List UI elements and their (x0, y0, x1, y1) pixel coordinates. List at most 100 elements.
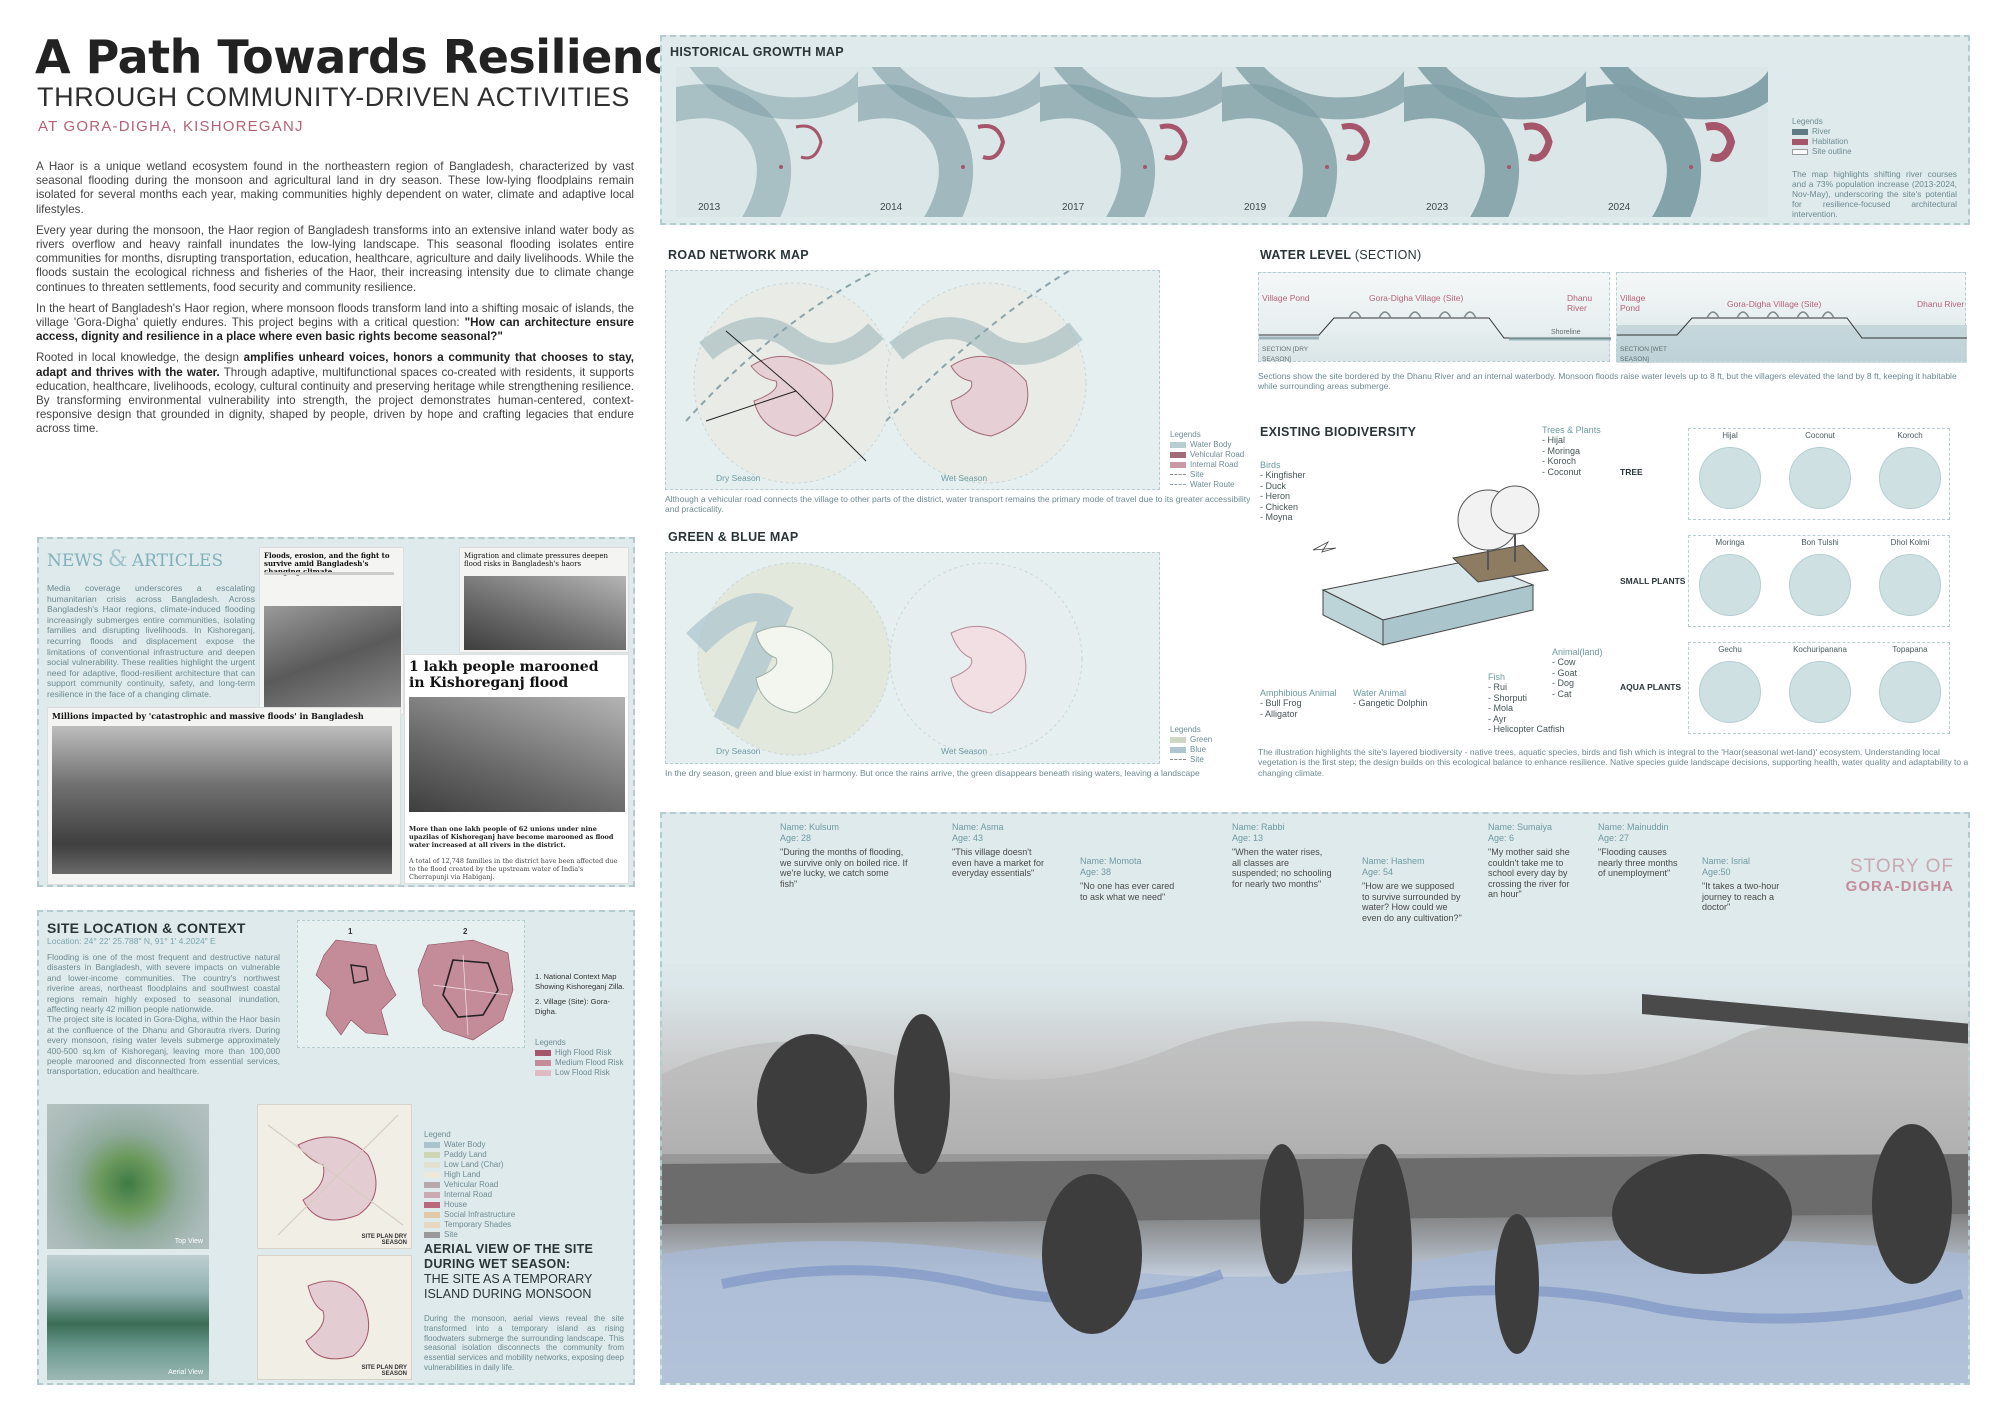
bio-animal: - Goat (1552, 667, 1578, 678)
legend-label: Internal Road (1190, 460, 1239, 469)
quote-kulsum: Name: Kulsum Age: 28 "During the months … (780, 822, 908, 889)
bio-section: EXISTING BIODIVERSITY Birds - Kingfisher… (1258, 420, 1970, 785)
article-card-1[interactable]: Floods, erosion, and the fight to surviv… (259, 547, 404, 715)
person-age: Age: 38 (1080, 866, 1112, 877)
bio-trees: Trees & Plants - Hijal - Moringa - Koroc… (1542, 425, 1601, 477)
news-heading-articles: ARTICLES (131, 551, 224, 571)
article-2-title: Migration and climate pressures deepen f… (464, 552, 609, 568)
plant-name: Moringa (1715, 538, 1745, 547)
growth-year-label: 2013 (698, 202, 721, 213)
legend-swatch (424, 1231, 440, 1238)
story-collage (662, 994, 1968, 1383)
quote-isrial: Name: Isrial Age:50 "It takes a two-hour… (1702, 856, 1794, 913)
road-legend-title: Legends (1170, 430, 1201, 439)
section-dry: Village Pond Gora-Digha Village (Site) D… (1258, 272, 1611, 363)
legend-label: Green (1190, 735, 1213, 744)
article-card-3[interactable]: 1 lakh people marooned in Kishoreganj fl… (404, 654, 629, 884)
bio-fish-item: - Rui (1488, 682, 1508, 692)
bio-bird: - Kingfisher (1260, 470, 1306, 480)
growth-map-drawing (1404, 67, 1586, 217)
growth-year-label: 2019 (1244, 202, 1267, 213)
intro-p4-emphasis: amplifies unheard voices, honors a commu… (36, 351, 635, 379)
legend-swatch (424, 1141, 440, 1148)
road-text: Although a vehicular road connects the v… (665, 494, 1251, 515)
legend-label: River (1812, 127, 1831, 136)
story-title: STORY OF GORA-DIGHA (1846, 856, 1954, 895)
site-heading: SITE LOCATION & CONTEXT (47, 920, 246, 936)
section-wet-left: Village Pond (1620, 293, 1646, 313)
cat-small-label: SMALL PLANTS (1620, 576, 1686, 586)
legend-swatch (1170, 451, 1186, 458)
person-name: Name: Sumaiya (1488, 822, 1553, 832)
legend-swatch (424, 1221, 440, 1228)
road-dry-label: Dry Season (716, 473, 761, 483)
aerial-heading-1: AERIAL VIEW OF THE SITE (424, 1242, 594, 1256)
quote-sumaiya: Name: Sumaiya Age: 6 "My mother said she… (1488, 822, 1580, 900)
legend-swatch (424, 1151, 440, 1158)
growth-year-label: 2024 (1608, 202, 1631, 213)
page-location: AT GORA-DIGHA, KISHOREGANJ (38, 118, 304, 135)
plant-name: Koroch (1897, 431, 1923, 440)
intro-paragraph-4: Rooted in local knowledge, the design am… (36, 351, 634, 436)
road-heading: ROAD NETWORK MAP (668, 248, 809, 262)
aerial-legend-item: Internal Road (424, 1190, 515, 1200)
water-section: WATER LEVEL (SECTION) Village Pond Gora-… (1258, 248, 1970, 398)
bio-animal: - Dog (1552, 678, 1575, 688)
aerial-view-photo: Aerial View (47, 1255, 209, 1380)
small-plants-box: Moringa Bon Tulshi Dhol Kolmi (1688, 535, 1950, 627)
person-quote: "My mother said she couldn't take me to … (1488, 847, 1570, 899)
plant-name: Dhol Kolmi (1890, 538, 1930, 547)
legend-swatch (1792, 138, 1808, 145)
plant-name: Hijal (1722, 431, 1738, 440)
bio-animal: - Cow (1552, 657, 1576, 667)
legend-label: High Flood Risk (555, 1048, 612, 1057)
person-quote: "This village doesn't even have a market… (952, 847, 1045, 878)
legend-label: Water Body (1190, 440, 1232, 449)
bio-trees-title: Trees & Plants (1542, 425, 1601, 435)
water-text: Sections show the site bordered by the D… (1258, 371, 1957, 392)
intro-text: A Haor is a unique wetland ecosystem fou… (36, 160, 634, 444)
aqua-plants-box: Gechu Kochuripanana Topapana (1688, 642, 1950, 734)
legend-swatch (535, 1069, 551, 1076)
site-legend-item: Low Flood Risk (535, 1068, 623, 1078)
bangladesh-map (315, 939, 397, 1036)
bio-animals: Animal(land) - Cow - Goat - Dog - Cat (1552, 647, 1603, 699)
growth-map-tile: 2024 (1586, 67, 1768, 217)
aerial-text: During the monsoon, aerial views reveal … (424, 1314, 624, 1372)
road-legend: Legends Water Body Vehicular Road Intern… (1170, 430, 1244, 490)
article-card-4[interactable]: Millions impacted by 'catastrophic and m… (47, 707, 401, 885)
site-legend: Legends High Flood Risk Medium Flood Ris… (535, 1038, 623, 1078)
aerial-legend-item: Paddy Land (424, 1150, 515, 1160)
legend-label: Site (1190, 470, 1204, 479)
water-heading-bold: WATER LEVEL (1260, 248, 1352, 262)
legend-swatch (535, 1059, 551, 1066)
growth-text: The map highlights shifting river course… (1792, 169, 1957, 219)
legend-swatch (1170, 484, 1186, 486)
news-heading: NEWS & ARTICLES (47, 547, 223, 572)
story-panel: STORY OF GORA-DIGHA Name: Kulsum Age: 28… (660, 812, 1970, 1385)
bio-tree: - Hijal (1542, 435, 1566, 445)
bio-birds: Birds - Kingfisher - Duck - Heron - Chic… (1260, 460, 1306, 523)
article-card-2[interactable]: Migration and climate pressures deepen f… (459, 547, 629, 653)
quote-rabbi: Name: Rabbi Age: 13 "When the water rise… (1232, 822, 1332, 889)
section-wet-label: SECTION [WET SEASON] (1620, 346, 1667, 363)
growth-legend-item: Habitation (1792, 137, 1852, 147)
aerial-heading-2: DURING WET SEASON: (424, 1257, 571, 1271)
legend-label: Blue (1190, 745, 1207, 754)
bio-animal: - Cat (1552, 688, 1572, 699)
intro-p4-text-c: Through adaptive, multifunctional spaces… (36, 365, 634, 436)
page-subtitle: THROUGH COMMUNITY-DRIVEN ACTIVITIES (37, 82, 631, 112)
kochuripanana-plant-icon (1789, 661, 1851, 723)
aerial-legend: Legend Water Body Paddy Land Low Land (C… (424, 1130, 515, 1240)
greenblue-section: GREEN & BLUE MAP Dry Season Wet Season L… (665, 530, 1255, 785)
bio-wateranimal-item: - Gangetic Dolphin (1353, 698, 1428, 708)
article-3-photo (409, 697, 625, 812)
coconut-tree-icon (1789, 447, 1851, 509)
bio-heading: EXISTING BIODIVERSITY (1260, 425, 1417, 439)
legend-label: High Land (444, 1170, 481, 1179)
bio-text: The illustration highlights the site's l… (1258, 747, 1969, 778)
water-heading-light: (SECTION) (1354, 248, 1422, 262)
site-plan-dry-drawing (267, 1114, 404, 1236)
